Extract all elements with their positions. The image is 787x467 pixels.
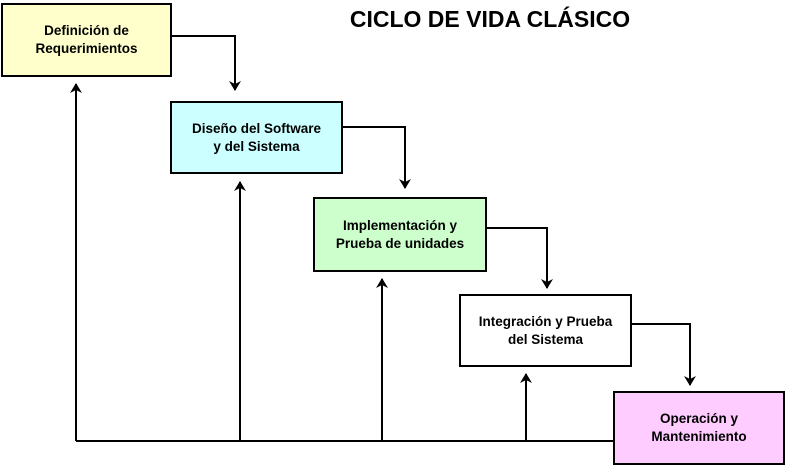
stage-integracion: Integración y Prueba del Sistema xyxy=(459,294,632,367)
stage-operacion: Operación y Mantenimiento xyxy=(613,391,785,465)
stage-implementacion: Implementación y Prueba de unidades xyxy=(313,197,487,272)
arrow-diseno-to-implementacion xyxy=(341,126,411,189)
arrow-implementacion-to-integracion xyxy=(486,227,553,289)
stage-diseno: Diseño del Software y del Sistema xyxy=(170,101,343,174)
arrow-definicion-to-diseno xyxy=(172,35,241,91)
stage-definicion: Definición de Requerimientos xyxy=(1,3,172,77)
diagram-title: CICLO DE VIDA CLÁSICO xyxy=(349,6,631,32)
arrow-integracion-to-operacion xyxy=(631,323,696,386)
